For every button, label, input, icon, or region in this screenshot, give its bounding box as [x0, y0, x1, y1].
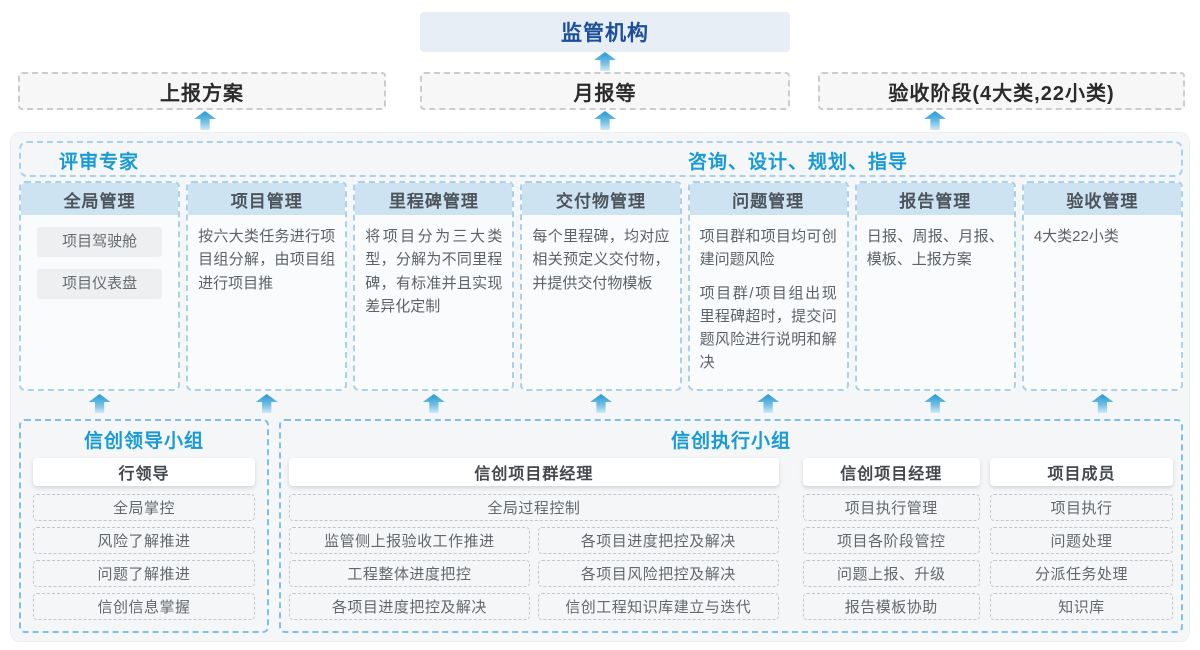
- column-text: 4大类22小类: [1033, 228, 1119, 245]
- up-arrow-icon: [589, 394, 612, 413]
- exec-columns: 信创项目群经理 全局过程控制 监管侧上报验收工作推进 各项目进度把控及解决 工程…: [289, 458, 1174, 626]
- column-deliverable-management: 交付物管理 每个里程碑，均对应相关预定义交付物，并提供交付物模板: [520, 181, 682, 391]
- task-item: 工程整体进度把控: [289, 560, 530, 587]
- channel-label: 验收阶段(4大类,22小类): [888, 82, 1115, 105]
- leader-group-panel: 信创领导小组 行领导 全局掌控 风险了解推进 问题了解推进 信创信息掌握: [19, 419, 269, 633]
- project-member-column: 项目成员 项目执行 问题处理 分派任务处理 知识库: [989, 458, 1174, 626]
- column-title: 交付物管理: [522, 183, 680, 215]
- column-body: 4大类22小类: [1024, 215, 1181, 268]
- column-text: 每个里程碑，均对应相关预定义交付物，并提供交付物模板: [532, 228, 670, 292]
- channel-box-monthly-report: 月报等: [420, 72, 790, 110]
- up-arrow-icon: [924, 394, 947, 413]
- review-experts-label: 评审专家: [59, 152, 140, 173]
- column-body: 每个里程碑，均对应相关预定义交付物，并提供交付物模板: [522, 215, 679, 315]
- role-project-manager: 信创项目经理: [802, 458, 980, 486]
- channel-label: 上报方案: [160, 82, 244, 105]
- program-manager-column: 信创项目群经理 全局过程控制 监管侧上报验收工作推进 各项目进度把控及解决 工程…: [289, 458, 779, 626]
- column-title: 项目管理: [188, 183, 346, 215]
- column-milestone-management: 里程碑管理 将项目分为三大类型，分解为不同里程碑，有标准并且实现差异化定制: [353, 181, 515, 391]
- tag-project-cockpit: 项目驾驶舱: [37, 227, 163, 257]
- column-acceptance-management: 验收管理 4大类22小类: [1021, 181, 1183, 391]
- column-text: 将项目分为三大类型，分解为不同里程碑，有标准并且实现差异化定制: [365, 228, 503, 315]
- task-item: 监管侧上报验收工作推进: [289, 527, 530, 554]
- feature-columns: 全局管理 项目驾驶舱 项目仪表盘 项目管理 按六大类任务进行项目组分解，由项目组…: [19, 181, 1183, 391]
- column-title: 问题管理: [689, 183, 847, 215]
- column-body: 项目群和项目均可创建问题风险 项目群/项目组出现里程碑超时，提交问题风险进行说明…: [690, 215, 847, 389]
- task-item: 问题了解推进: [33, 560, 255, 587]
- up-arrow-icon: [255, 394, 278, 413]
- tag-project-dashboard: 项目仪表盘: [37, 269, 163, 299]
- column-body: 按六大类任务进行项目组分解，由项目组进行项目推: [188, 215, 345, 315]
- task-item: 项目各阶段管控: [802, 527, 980, 554]
- column-text: 日报、周报、月报、模板、上报方案: [866, 228, 1004, 269]
- project-manager-column: 信创项目经理 项目执行管理 项目各阶段管控 问题上报、升级 报告模板协助: [802, 458, 980, 626]
- column-title: 里程碑管理: [355, 183, 513, 215]
- column-text: 项目群/项目组出现里程碑超时，提交问题风险进行说明和解决: [699, 284, 837, 372]
- task-item: 全局过程控制: [289, 494, 779, 521]
- column-body: 项目驾驶舱 项目仪表盘: [21, 215, 178, 321]
- task-item: 信创信息掌握: [33, 593, 255, 620]
- up-arrow-icon: [1091, 394, 1114, 413]
- column-global-management: 全局管理 项目驾驶舱 项目仪表盘: [19, 181, 181, 391]
- column-report-management: 报告管理 日报、周报、月报、模板、上报方案: [854, 181, 1016, 391]
- up-arrow-icon: [194, 111, 216, 130]
- up-arrow-icon: [594, 52, 616, 71]
- task-item: 各项目风险把控及解决: [537, 560, 779, 587]
- column-project-management: 项目管理 按六大类任务进行项目组分解，由项目组进行项目推: [186, 181, 348, 391]
- column-title: 验收管理: [1023, 183, 1181, 215]
- platform-panel: 评审专家 咨询、设计、规划、指导 全局管理 项目驾驶舱 项目仪表盘 项目管理 按…: [10, 132, 1190, 642]
- task-item: 各项目进度把控及解决: [289, 593, 530, 620]
- task-item: 各项目进度把控及解决: [537, 527, 779, 554]
- up-arrow-icon: [422, 394, 445, 413]
- up-arrow-icon: [88, 394, 111, 413]
- regulator-box: 监管机构: [420, 12, 790, 52]
- column-title: 全局管理: [21, 183, 179, 215]
- column-arrows-row: [19, 394, 1183, 414]
- task-item: 项目执行: [989, 494, 1174, 521]
- task-item: 项目执行管理: [802, 494, 980, 521]
- task-item: 全局掌控: [33, 494, 255, 521]
- leader-group-title: 信创领导小组: [83, 430, 204, 452]
- regulator-label: 监管机构: [561, 22, 649, 45]
- column-title: 报告管理: [856, 183, 1014, 215]
- task-item: 问题处理: [989, 527, 1174, 554]
- channel-box-report-plan: 上报方案: [18, 72, 386, 110]
- exec-group-title: 信创执行小组: [670, 430, 791, 452]
- exec-group-panel: 信创执行小组 信创项目群经理 全局过程控制 监管侧上报验收工作推进 各项目进度把…: [279, 419, 1183, 633]
- column-body: 日报、周报、月报、模板、上报方案: [857, 215, 1014, 292]
- task-item: 报告模板协助: [802, 593, 980, 620]
- task-item: 信创工程知识库建立与迭代: [537, 593, 779, 620]
- column-text: 项目群和项目均可创建问题风险: [699, 228, 837, 269]
- role-project-member: 项目成员: [989, 458, 1174, 486]
- task-item: 分派任务处理: [989, 560, 1174, 587]
- column-body: 将项目分为三大类型，分解为不同里程碑，有标准并且实现差异化定制: [355, 215, 512, 338]
- channel-label: 月报等: [573, 82, 637, 105]
- consulting-guidance-label: 咨询、设计、规划、指导: [688, 152, 909, 173]
- column-issue-management: 问题管理 项目群和项目均可创建问题风险 项目群/项目组出现里程碑超时，提交问题风…: [687, 181, 849, 391]
- up-arrow-icon: [594, 111, 616, 130]
- role-bank-leader: 行领导: [33, 458, 255, 486]
- channel-box-acceptance-stage: 验收阶段(4大类,22小类): [818, 72, 1185, 110]
- up-arrow-icon: [757, 394, 780, 413]
- program-manager-task-grid: 监管侧上报验收工作推进 各项目进度把控及解决 工程整体进度把控 各项目风险把控及…: [289, 527, 779, 620]
- task-item: 问题上报、升级: [802, 560, 980, 587]
- role-program-manager: 信创项目群经理: [289, 458, 779, 486]
- column-text: 按六大类任务进行项目组分解，由项目组进行项目推: [198, 228, 336, 292]
- expert-header-bar: 评审专家 咨询、设计、规划、指导: [19, 141, 1183, 177]
- task-item: 知识库: [989, 593, 1174, 620]
- up-arrow-icon: [924, 111, 946, 130]
- task-item: 风险了解推进: [33, 527, 255, 554]
